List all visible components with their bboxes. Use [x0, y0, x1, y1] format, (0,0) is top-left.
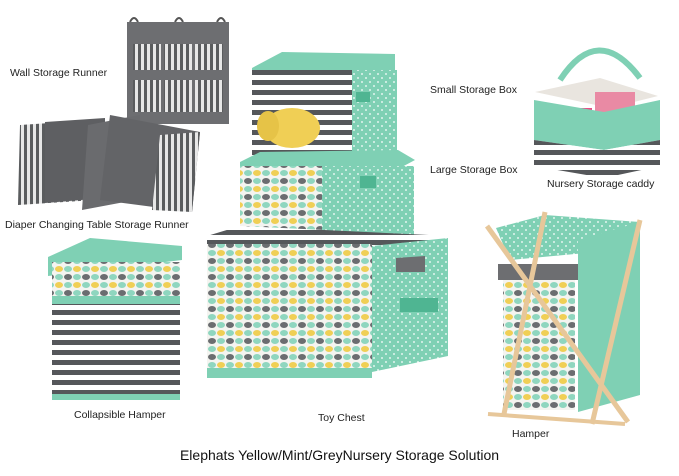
toy-chest-image [207, 226, 450, 378]
diaper-runner-image [18, 115, 200, 212]
collapsible-hamper-image [48, 238, 182, 400]
label-diaper-runner: Diaper Changing Table Storage Runner [5, 219, 189, 231]
hamper-image [484, 211, 643, 426]
small-storage-box-image [252, 52, 397, 162]
wall-storage-runner-image [127, 17, 229, 124]
label-large-storage-box: Large Storage Box [430, 164, 518, 176]
label-collapsible-hamper: Collapsible Hamper [74, 409, 166, 421]
large-storage-box-image [240, 150, 415, 238]
label-small-storage-box: Small Storage Box [430, 84, 517, 96]
nursery-caddy-image [534, 47, 660, 178]
page-caption: Elephats Yellow/Mint/GreyNursery Storage… [179, 447, 500, 463]
label-nursery-caddy: Nursery Storage caddy [547, 178, 655, 190]
label-hamper: Hamper [512, 428, 550, 440]
label-wall-storage-runner: Wall Storage Runner [10, 67, 108, 79]
label-toy-chest: Toy Chest [318, 412, 365, 424]
